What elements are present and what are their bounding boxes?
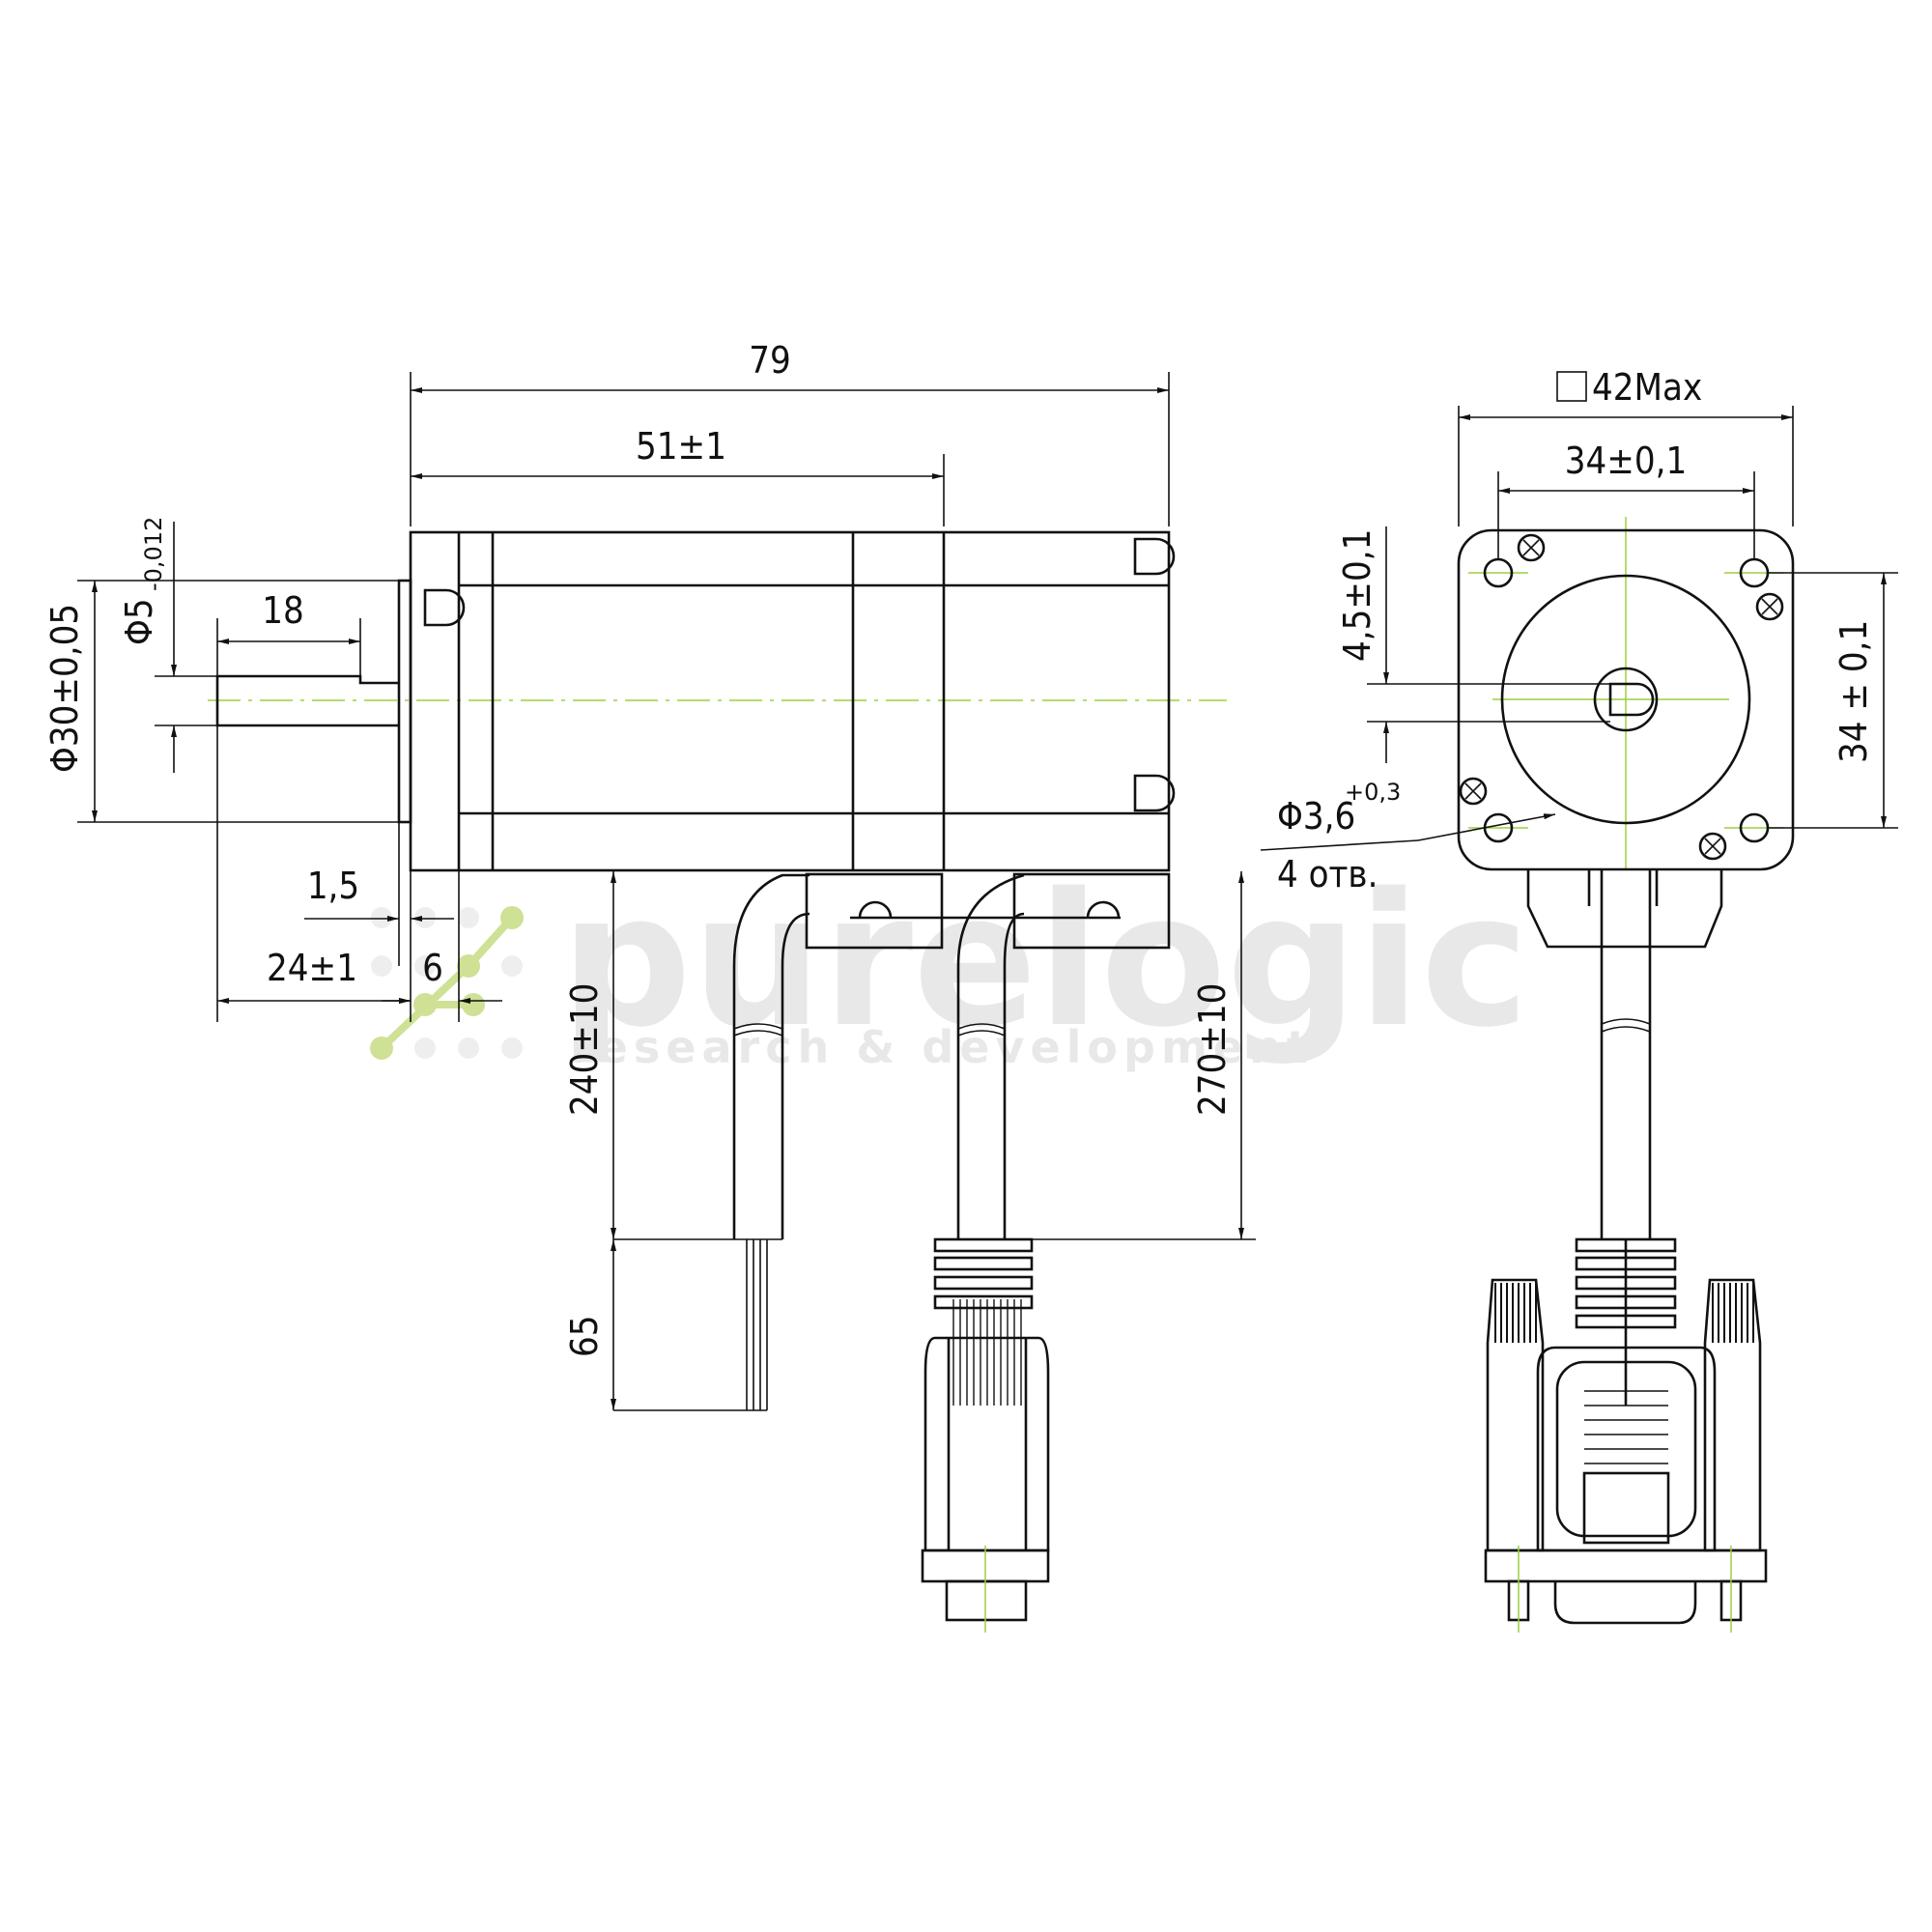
watermark: purelogic research & development	[370, 854, 1529, 1073]
encoder-connector-side	[921, 1237, 1050, 1633]
motor-lead-cable	[732, 873, 810, 1410]
dim-shaft-total-length: 24±1	[267, 947, 357, 989]
dim-wire-strip-length: 65	[563, 1316, 606, 1358]
motor-shaft	[215, 674, 399, 727]
dim-overall-length: 79	[749, 339, 791, 382]
dim-hole-count: 4 отв.	[1277, 853, 1378, 895]
dim-motor-lead-length: 240±10	[563, 983, 606, 1116]
watermark-tagline: research & development	[570, 1021, 1314, 1073]
motor-flange	[1457, 528, 1795, 871]
encoder-cable-front	[1600, 869, 1652, 1239]
dim-body-length: 51±1	[636, 425, 726, 468]
motor-body	[409, 530, 1176, 872]
front-view: 42Max 34±0,1 34 ± 0,1 4,5±0,1 Φ3	[1260, 366, 1898, 1633]
dim-shaft-diameter-tolerance: -0,012	[140, 517, 167, 591]
watermark-logo-icon	[370, 906, 524, 1060]
dim-hole-spacing-horizontal: 34±0,1	[1565, 440, 1688, 482]
encoder-boss-front	[1526, 869, 1723, 949]
side-view: 79 51±1 18 Φ5 -0,012 Φ30	[43, 339, 1256, 1633]
dim-hole-offset: 4,5±0,1	[1336, 529, 1378, 662]
dim-shaft-diameter: Φ5	[118, 598, 160, 645]
dim-flange-thickness: 6	[422, 947, 443, 989]
side-dimensions: 79 51±1 18 Φ5 -0,012 Φ30	[43, 339, 1256, 1411]
dim-encoder-lead-length: 270±10	[1191, 983, 1234, 1116]
screw-icons	[1459, 533, 1784, 861]
pilot-boss	[397, 579, 412, 824]
dim-pilot-height: 1,5	[307, 865, 359, 907]
square-symbol-icon	[1556, 371, 1587, 402]
encoder-housing	[805, 872, 1171, 950]
watermark-brand: purelogic	[560, 854, 1529, 1067]
shaft-flat	[1608, 682, 1655, 717]
dim-frame-size: 42Max	[1592, 366, 1702, 409]
dim-pilot-diameter: Φ30±0,05	[43, 604, 86, 773]
shaft-end	[1593, 667, 1659, 732]
dim-hole-diameter: Φ3,6	[1277, 795, 1355, 838]
db-connector-front	[1484, 1237, 1768, 1633]
pilot-circle	[1500, 574, 1751, 825]
front-dimensions: 42Max 34±0,1 34 ± 0,1 4,5±0,1 Φ3	[1260, 366, 1898, 895]
dim-hole-spacing-vertical: 34 ± 0,1	[1833, 620, 1875, 763]
dim-shaft-flat-length: 18	[262, 589, 304, 632]
dim-hole-diameter-tolerance: +0,3	[1345, 779, 1401, 806]
encoder-cable	[956, 873, 1025, 1239]
